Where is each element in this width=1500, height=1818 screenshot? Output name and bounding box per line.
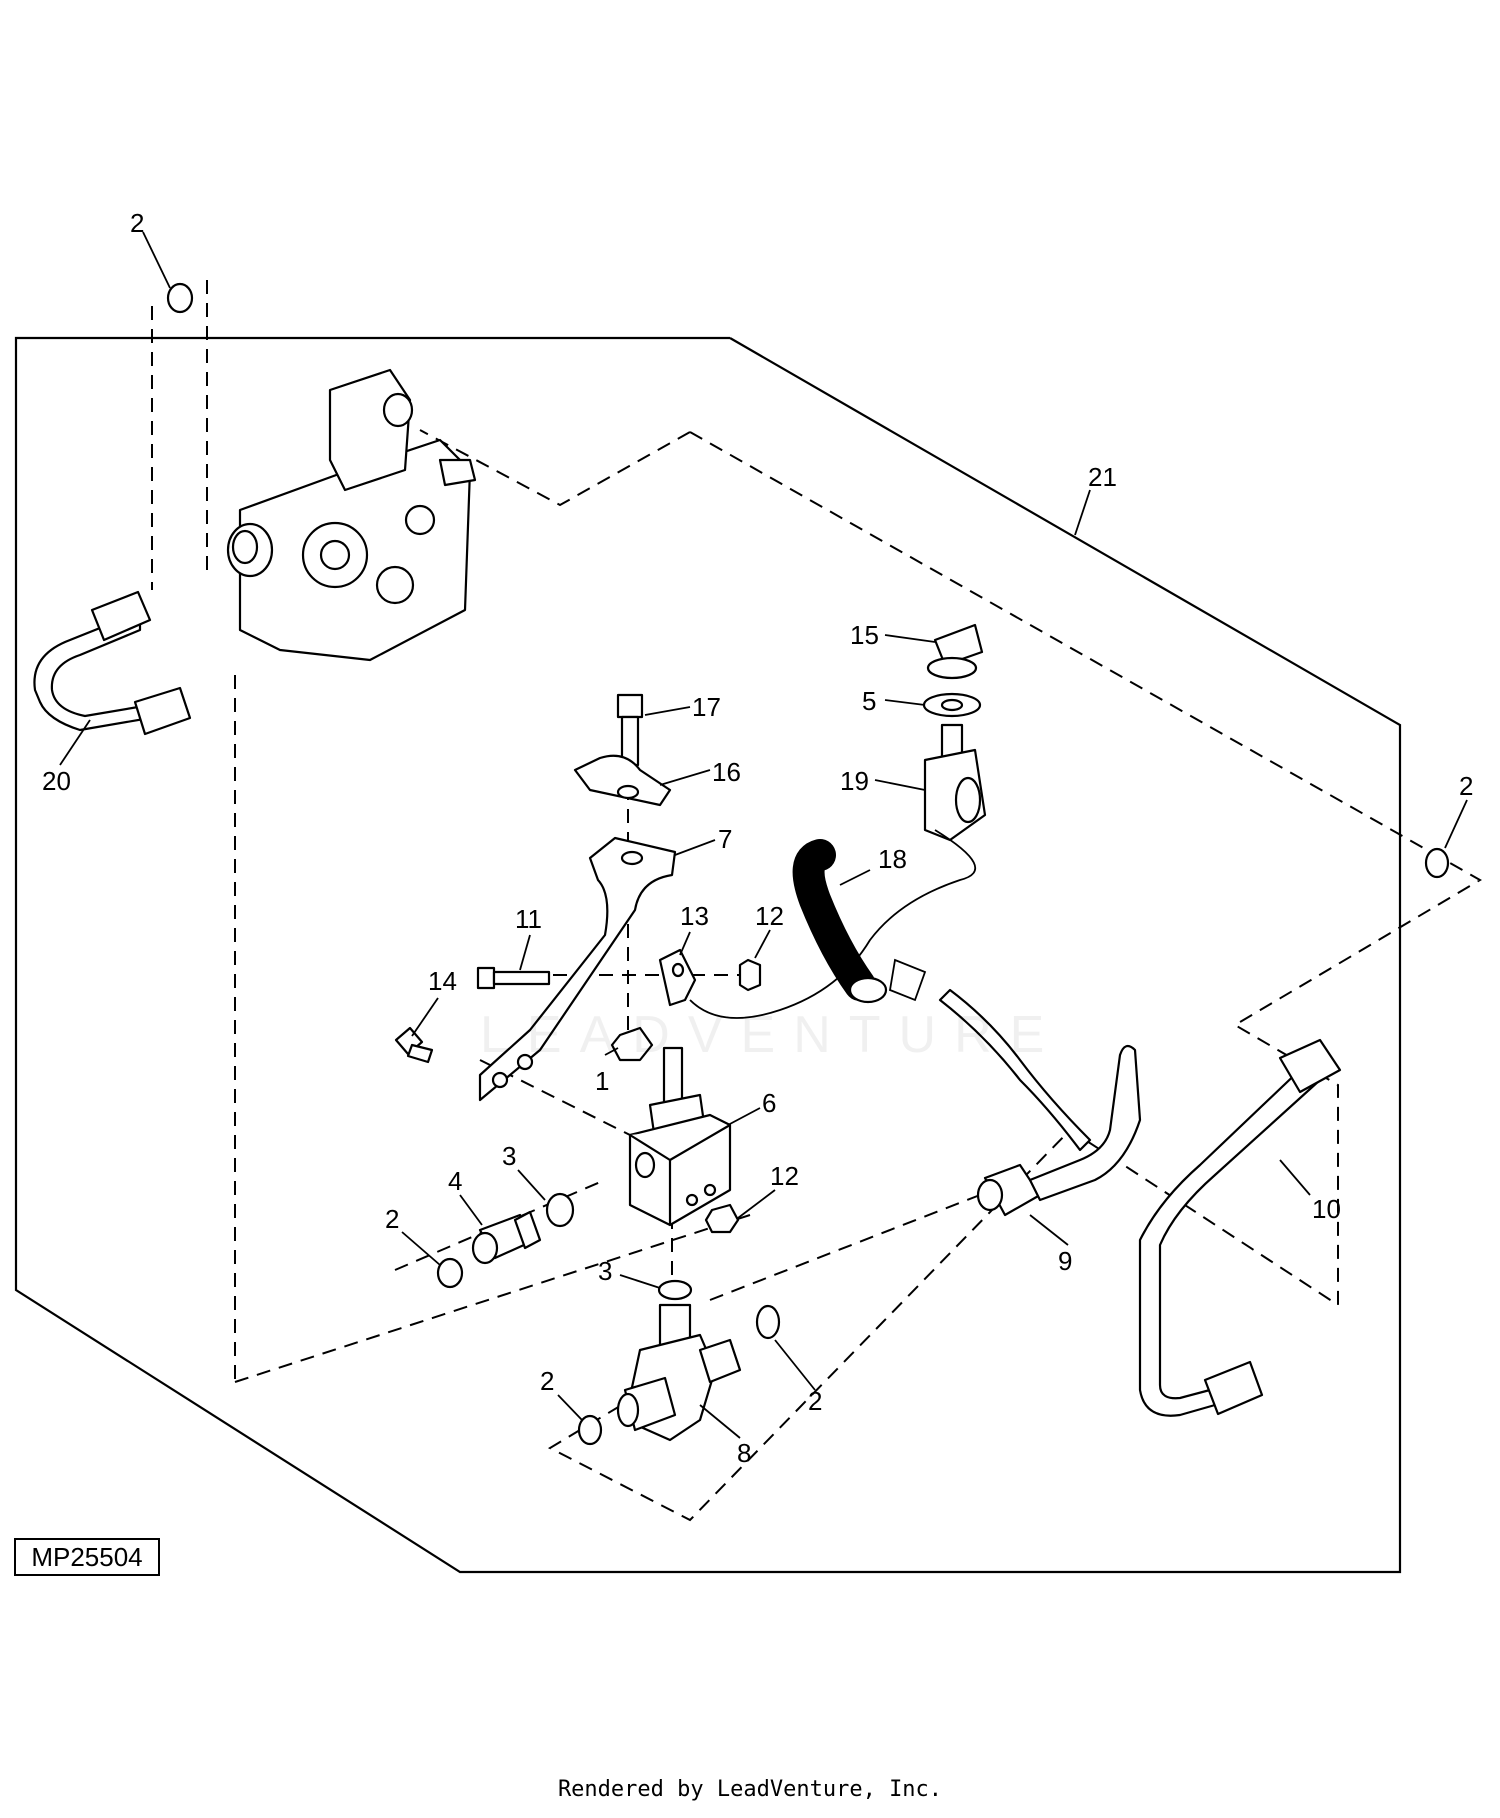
o-ring-2-tee-right (755, 1304, 781, 1340)
callout-11: 11 (515, 904, 542, 934)
callout-12: 12 (755, 901, 784, 931)
o-ring-2-right (1424, 847, 1450, 879)
hose-18-end (848, 976, 888, 1004)
dashed-tee-line (709, 1194, 981, 1301)
nut-1 (610, 1026, 654, 1062)
callout-8: 8 (737, 1438, 751, 1468)
bolt-17 (616, 693, 644, 767)
bracket-7 (478, 836, 677, 1102)
callout-6: 6 (762, 1088, 776, 1118)
nut-12-top (738, 958, 762, 992)
o-ring-2-left (436, 1257, 464, 1289)
hose-18 (792, 839, 876, 1001)
callout-15: 15 (850, 620, 879, 650)
o-ring-2-tee-left (577, 1414, 603, 1446)
callout-18: 18 (878, 844, 907, 874)
callout-13: 13 (680, 901, 709, 931)
o-ring-3-bottom (657, 1279, 693, 1301)
hose-clamp (888, 958, 927, 1002)
callout-20: 20 (42, 766, 71, 796)
clamp-16 (573, 754, 672, 807)
bolt-14 (394, 1026, 434, 1064)
fitting-9 (976, 1163, 1042, 1217)
valve-block-6 (628, 1046, 732, 1227)
tube-9-upper (938, 988, 1092, 1152)
callout-2: 2 (385, 1204, 399, 1234)
callout-17: 17 (692, 692, 721, 722)
callout-2: 2 (540, 1366, 554, 1396)
callout-1: 1 (595, 1066, 609, 1096)
washer-5-hole (940, 698, 964, 712)
callout-12: 12 (770, 1161, 799, 1191)
tube-9 (1028, 1044, 1142, 1202)
assembly-frame (14, 336, 1402, 1574)
callout-10: 10 (1312, 1194, 1341, 1224)
tube-20 (33, 590, 192, 736)
footer-credit: Rendered by LeadVenture, Inc. (557, 1777, 943, 1802)
dashed-boundary-left (419, 429, 691, 507)
tube-10 (1138, 1038, 1342, 1417)
callout-5: 5 (862, 686, 876, 716)
switch-wire (689, 829, 977, 1019)
callouts: 2 20 21 15 5 17 16 19 2 7 18 11 13 12 14… (42, 208, 1473, 1468)
o-ring-3-left (545, 1192, 575, 1228)
callout-21: 21 (1088, 462, 1117, 492)
callout-3: 3 (598, 1256, 612, 1286)
dashed-valve-line (394, 1179, 606, 1271)
callout-9: 9 (1058, 1246, 1072, 1276)
callout-14: 14 (428, 966, 457, 996)
leader-lines (59, 231, 1468, 1439)
callout-2: 2 (130, 208, 144, 238)
callout-4: 4 (448, 1166, 462, 1196)
tee-fitting-8 (616, 1303, 742, 1442)
callout-2: 2 (808, 1386, 822, 1416)
clamp-13 (658, 948, 697, 1007)
fitting-4 (471, 1210, 542, 1265)
bolt-11 (476, 966, 551, 990)
switch-bracket-19 (923, 723, 987, 842)
figure-id-label: MP25504 (14, 1538, 160, 1576)
nut-12-bottom (704, 1203, 740, 1234)
callout-19: 19 (840, 766, 869, 796)
callout-3: 3 (502, 1141, 516, 1171)
control-valve (226, 368, 477, 662)
switch-15 (926, 623, 984, 680)
callout-2: 2 (1459, 771, 1473, 801)
callout-16: 16 (712, 757, 741, 787)
o-ring-2-top (166, 282, 194, 314)
callout-7: 7 (718, 824, 732, 854)
